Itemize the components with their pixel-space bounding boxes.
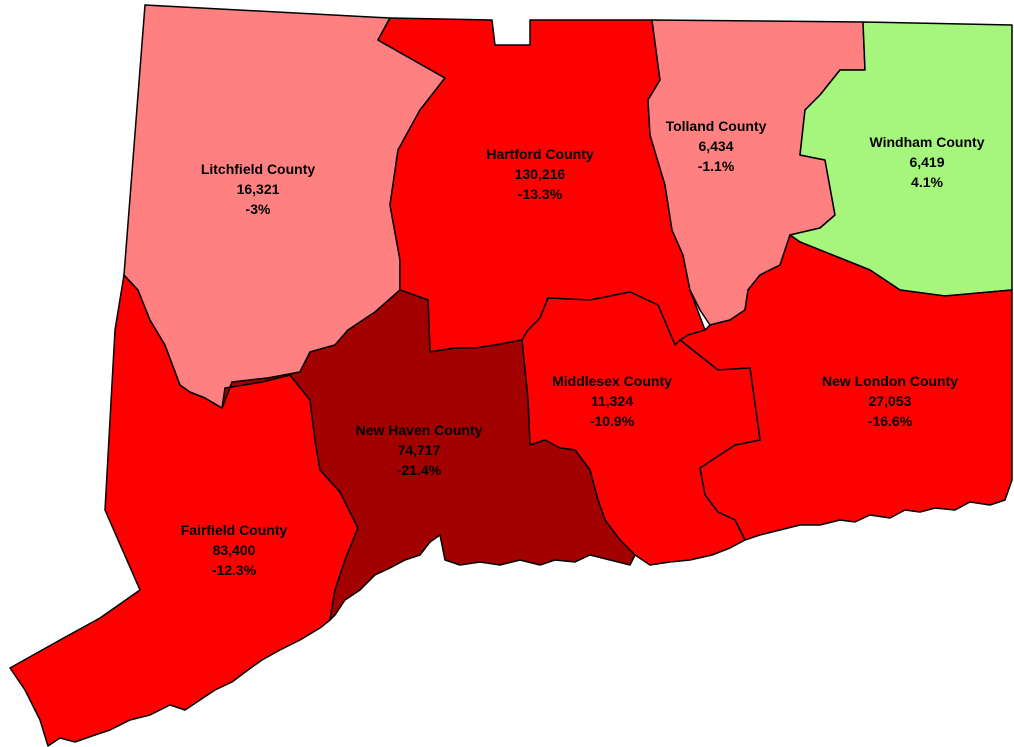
county-name-label: New London County bbox=[822, 373, 958, 389]
county-new-london[interactable] bbox=[679, 234, 1013, 541]
label-litchfield: Litchfield County 16,321 -3% bbox=[201, 161, 316, 217]
label-middlesex: Middlesex County 11,324 -10.9% bbox=[552, 373, 672, 429]
county-value-label: 6,434 bbox=[698, 138, 733, 154]
county-name-label: Windham County bbox=[870, 134, 985, 150]
county-change-label: -13.3% bbox=[518, 186, 563, 202]
county-name-label: Hartford County bbox=[486, 146, 594, 162]
county-name-label: Fairfield County bbox=[181, 522, 288, 538]
county-value-label: 16,321 bbox=[237, 181, 280, 197]
county-value-label: 130,216 bbox=[515, 166, 566, 182]
label-fairfield: Fairfield County 83,400 -12.3% bbox=[181, 522, 288, 578]
county-name-label: New Haven County bbox=[356, 422, 483, 438]
county-change-label: -1.1% bbox=[698, 158, 735, 174]
county-value-label: 11,324 bbox=[591, 393, 633, 409]
label-new-haven: New Haven County 74,717 -21.4% bbox=[356, 422, 483, 478]
county-change-label: -21.4% bbox=[397, 462, 442, 478]
label-new-london: New London County 27,053 -16.6% bbox=[822, 373, 958, 429]
county-change-label: -16.6% bbox=[868, 413, 913, 429]
label-windham: Windham County 6,419 4.1% bbox=[870, 134, 985, 190]
county-change-label: -3% bbox=[246, 201, 271, 217]
label-tolland: Tolland County 6,434 -1.1% bbox=[666, 118, 767, 174]
county-name-label: Tolland County bbox=[666, 118, 767, 134]
county-value-label: 83,400 bbox=[213, 542, 256, 558]
county-value-label: 6,419 bbox=[909, 154, 944, 170]
county-change-label: 4.1% bbox=[911, 174, 943, 190]
county-change-label: -10.9% bbox=[590, 413, 635, 429]
county-value-label: 74,717 bbox=[398, 442, 441, 458]
county-value-label: 27,053 bbox=[869, 393, 912, 409]
label-hartford: Hartford County 130,216 -13.3% bbox=[486, 146, 594, 202]
county-change-label: -12.3% bbox=[212, 562, 257, 578]
county-name-label: Litchfield County bbox=[201, 161, 316, 177]
county-new-haven[interactable] bbox=[221, 289, 636, 621]
county-name-label: Middlesex County bbox=[552, 373, 672, 389]
